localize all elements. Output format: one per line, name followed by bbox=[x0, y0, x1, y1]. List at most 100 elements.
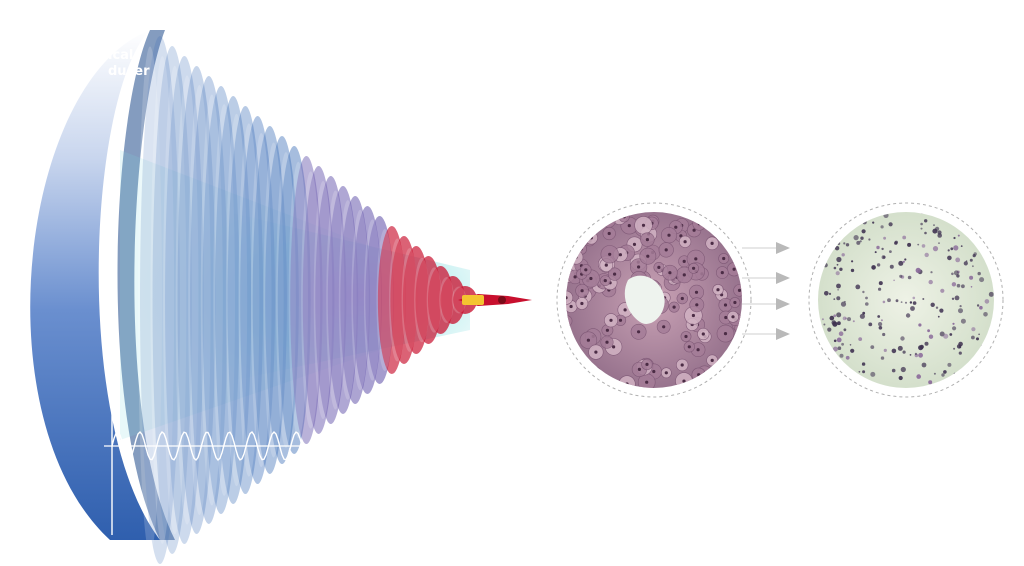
ablated-nucleus bbox=[883, 236, 886, 240]
ablated-tissue-micrograph-icon bbox=[808, 202, 1004, 398]
tissue-nucleus bbox=[682, 259, 686, 263]
ablated-nucleus bbox=[928, 380, 933, 385]
tissue-nucleus bbox=[632, 242, 637, 246]
tissue-nucleus bbox=[683, 240, 687, 244]
ablated-nucleus bbox=[924, 219, 928, 223]
tissue-nucleus bbox=[664, 248, 668, 252]
ablated-nucleus bbox=[960, 318, 966, 324]
tissue-nucleus bbox=[613, 272, 617, 276]
ablated-nucleus bbox=[835, 271, 840, 276]
ablated-nucleus bbox=[938, 242, 940, 245]
ablated-nucleus bbox=[859, 240, 862, 243]
wavefront-slice bbox=[140, 36, 180, 564]
tissue-nucleus bbox=[573, 375, 577, 379]
transducer-label: ical ducer bbox=[108, 48, 150, 80]
ablated-nucleus bbox=[822, 375, 825, 378]
ablated-nucleus bbox=[826, 365, 831, 370]
tissue-nucleus bbox=[637, 367, 642, 371]
ablated-nucleus bbox=[900, 336, 905, 341]
wavefront-slice bbox=[177, 66, 216, 534]
wavefronts bbox=[138, 36, 477, 564]
ablated-nucleus bbox=[930, 302, 935, 307]
ablated-nucleus bbox=[898, 260, 904, 266]
ablated-nucleus bbox=[976, 212, 981, 214]
ablated-nucleus bbox=[845, 317, 847, 320]
ablated-nucleus bbox=[852, 320, 855, 323]
ablated-nucleus bbox=[836, 337, 842, 343]
ablated-nucleus bbox=[841, 253, 845, 257]
tissue-cell bbox=[573, 368, 587, 382]
tissue-nucleus bbox=[594, 350, 598, 354]
ablated-nucleus bbox=[833, 339, 837, 343]
ablated-nucleus bbox=[899, 274, 903, 278]
ablated-nucleus bbox=[823, 221, 829, 226]
tissue-nucleus bbox=[674, 225, 678, 229]
ablated-nucleus bbox=[837, 346, 842, 351]
ablated-nucleus bbox=[928, 334, 934, 339]
tissue-nucleus bbox=[607, 231, 611, 236]
tissue-nucleus bbox=[645, 380, 649, 384]
ablated-nucleus bbox=[918, 352, 923, 358]
tissue-cell bbox=[574, 218, 587, 231]
tissue-nucleus bbox=[722, 256, 726, 261]
wavefront-highlight bbox=[200, 94, 223, 506]
ablated-nucleus bbox=[907, 242, 912, 247]
ablated-nucleus bbox=[821, 318, 824, 321]
ablated-nucleus bbox=[842, 316, 847, 321]
ablated-nucleus bbox=[917, 243, 920, 246]
ablated-nucleus bbox=[831, 320, 837, 325]
tissue-nucleus bbox=[695, 303, 699, 307]
ablated-nucleus bbox=[897, 345, 903, 351]
ablated-nucleus bbox=[868, 322, 873, 327]
ablated-nucleus bbox=[984, 365, 988, 369]
ablated-nucleus bbox=[832, 346, 838, 352]
ablated-nucleus bbox=[977, 271, 981, 276]
ablated-nucleus bbox=[932, 228, 938, 234]
ablated-nucleus bbox=[822, 215, 828, 221]
ablated-nucleus bbox=[947, 362, 952, 367]
wavefront-highlight bbox=[439, 276, 455, 324]
ablated-nucleus bbox=[880, 225, 884, 229]
ablated-nucleus bbox=[880, 319, 883, 322]
tissue-nucleus bbox=[694, 257, 698, 261]
tissue-nucleus bbox=[618, 253, 623, 257]
tissue-nucleus bbox=[646, 254, 650, 258]
wavefront-highlight bbox=[338, 200, 357, 400]
tissue-nucleus bbox=[732, 267, 736, 271]
ablated-nucleus bbox=[887, 298, 891, 303]
ablated-nucleus bbox=[834, 220, 839, 226]
tissue-cell bbox=[586, 212, 605, 222]
ablated-nucleus bbox=[831, 213, 837, 219]
ablated-nucleus bbox=[821, 356, 827, 362]
ablated-nucleus bbox=[950, 247, 954, 251]
tissue-nucleus bbox=[734, 373, 739, 377]
tissue-nucleus bbox=[627, 224, 631, 228]
tissue-nucleus bbox=[623, 308, 627, 312]
ablated-nucleus bbox=[827, 232, 832, 236]
tissue-nucleus bbox=[731, 315, 735, 319]
tissue-nucleus bbox=[724, 315, 728, 320]
ablated-nucleus bbox=[905, 301, 907, 304]
ablated-nucleus bbox=[836, 256, 842, 263]
ablated-nucleus bbox=[878, 322, 883, 327]
ablated-nucleus bbox=[865, 302, 869, 306]
ablated-nucleus bbox=[921, 362, 927, 368]
ablated-nucleus bbox=[955, 257, 961, 263]
right-arrow-icon bbox=[742, 242, 790, 340]
wavefront-highlight bbox=[250, 132, 272, 468]
tissue-nucleus bbox=[645, 362, 649, 366]
ablated-nucleus bbox=[915, 267, 921, 273]
tissue-nucleus bbox=[645, 238, 650, 242]
ablated-nucleus bbox=[819, 242, 823, 246]
ablated-nucleus bbox=[904, 258, 907, 261]
tissue-nucleus bbox=[737, 288, 742, 292]
wavefront-highlight bbox=[376, 228, 394, 372]
ablated-nucleus bbox=[958, 351, 962, 355]
ablated-nucleus bbox=[862, 370, 866, 374]
ablated-nucleus bbox=[951, 282, 957, 287]
tissue-nucleus bbox=[710, 358, 714, 362]
ablated-nucleus bbox=[819, 360, 824, 365]
ablated-nucleus bbox=[953, 236, 956, 240]
tissue-nucleus bbox=[578, 365, 582, 369]
